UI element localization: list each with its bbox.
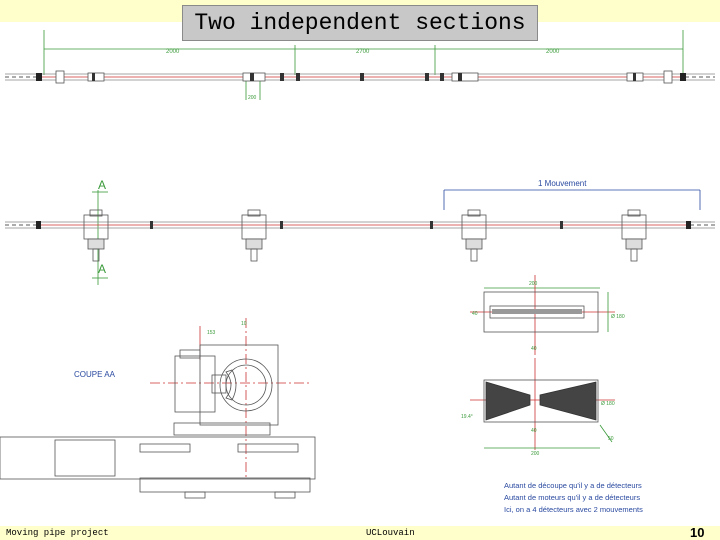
detail-top-diam: Ø 180 [611,314,625,320]
dim-2700-center: 2700 [356,49,370,55]
detail-bottom-angle: 19.4° [461,414,473,420]
detail-top-bottom: 40 [531,346,537,352]
side-view [5,189,715,285]
detail-bottom-width: 200 [531,451,540,457]
section-mark-top: A [98,178,106,192]
support-3 [461,209,487,262]
dim-2000-right: 2000 [546,49,560,55]
footer-bar [0,526,720,540]
support-1 [83,209,109,262]
note-line-1: Autant de découpe qu'il y a de détecteur… [504,481,642,490]
note-line-3: Ici, on a 4 détecteurs avec 2 mouvements [504,505,643,514]
support-4 [621,209,647,262]
slide-title: Two independent sections [182,5,538,41]
detail-top [470,275,615,355]
support-2 [241,209,267,262]
note-line-2: Autant de moteurs qu'il y a de détecteur… [504,493,640,502]
page-number: 10 [690,525,705,540]
detail-bottom-corner: 50 [608,436,614,442]
section-view [0,318,316,499]
footer-institution: UCLouvain [366,528,415,538]
dim-10: 10 [241,321,247,327]
top-view [5,30,715,100]
detail-top-left: 40 [472,311,478,317]
detail-bottom-diam: Ø 180 [601,401,615,407]
technical-drawing: 2000 2700 2000 200 [0,30,715,514]
section-label: COUPE AA [74,370,116,379]
section-mark-bottom: A [98,262,106,276]
dim-2000-left: 2000 [166,49,180,55]
footer-project: Moving pipe project [6,528,109,538]
detail-bottom-bottom: 40 [531,428,537,434]
detail-bottom [470,358,615,450]
detail-top-width: 200 [529,281,538,287]
dim-153: 153 [207,330,216,336]
dim-200-small: 200 [248,95,257,101]
movement-label: 1 Mouvement [538,179,587,188]
